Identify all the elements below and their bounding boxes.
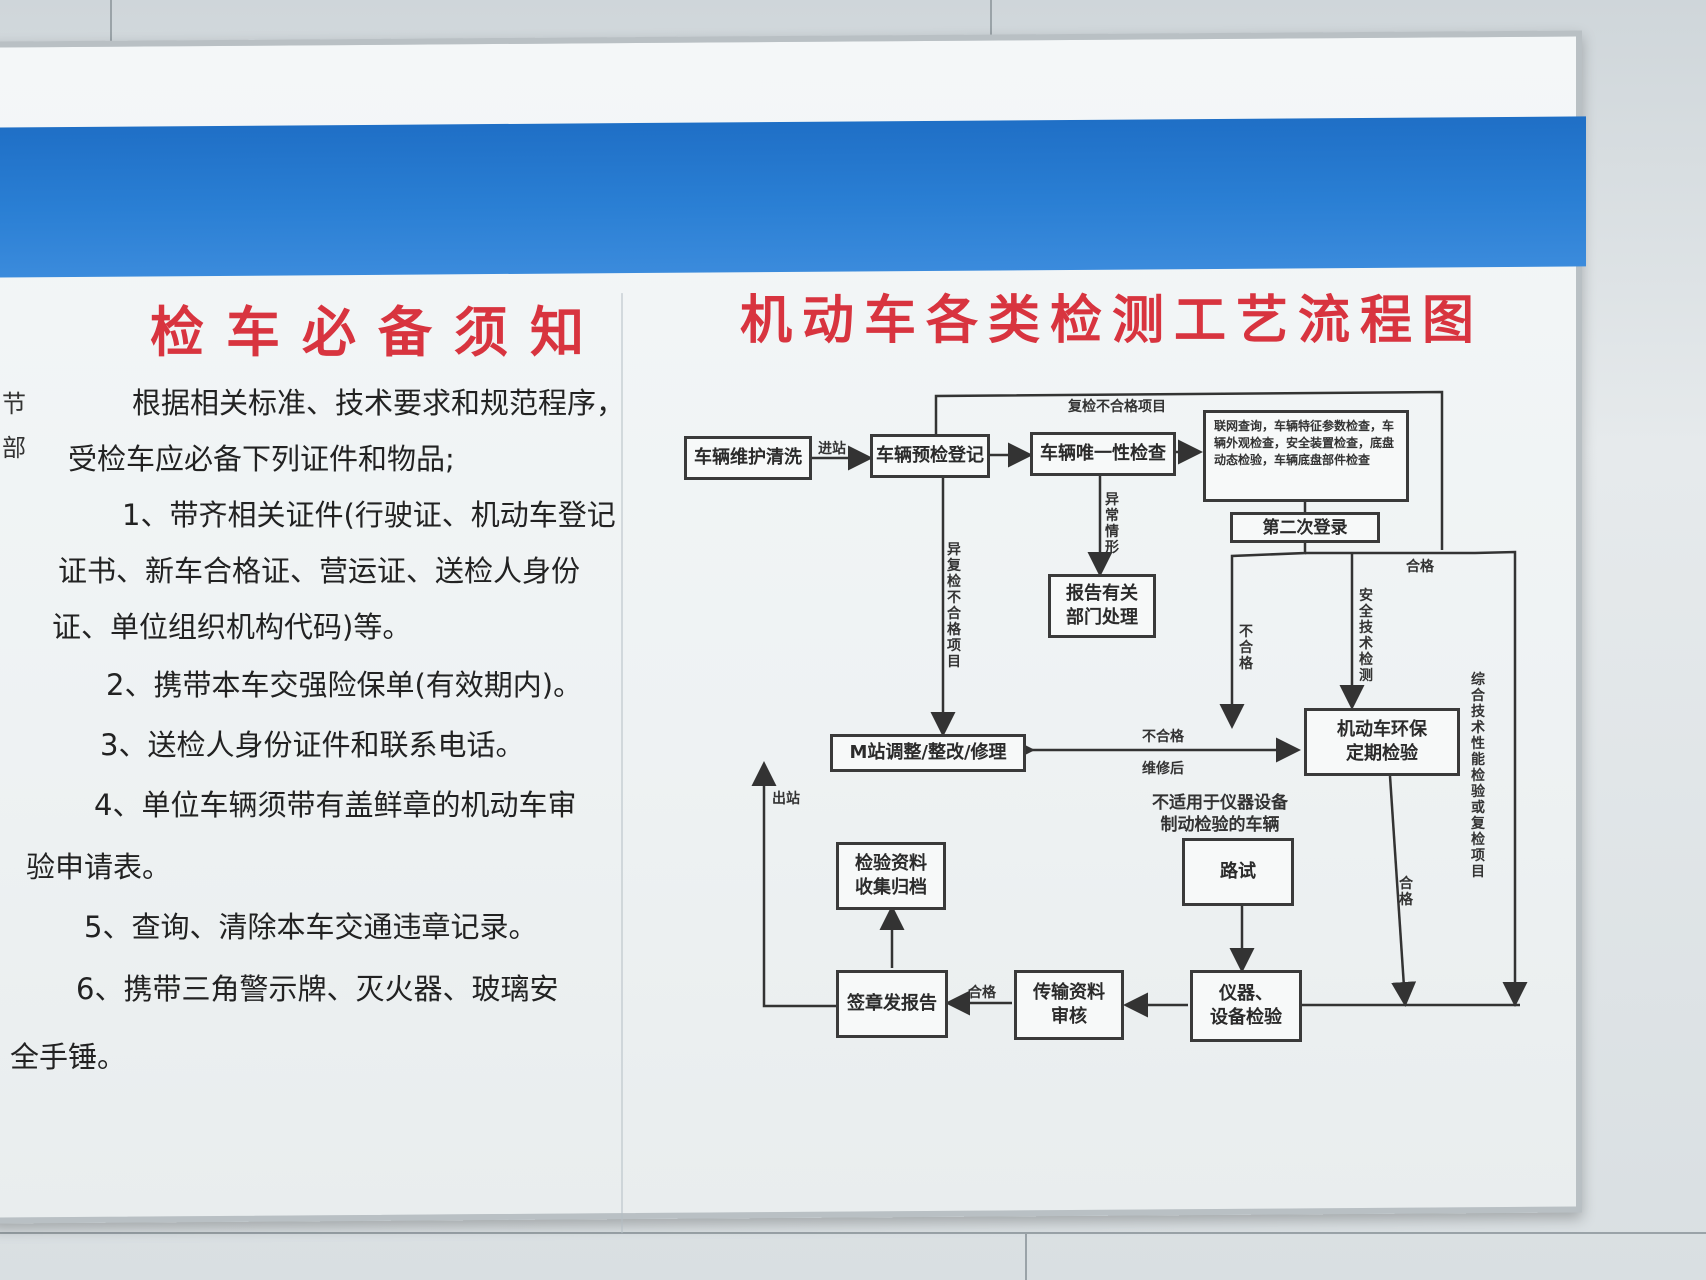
box-instrument-test: 仪器、 设备检验: [1190, 970, 1302, 1042]
flowchart-title: 机动车各类检测工艺流程图: [740, 290, 1485, 351]
arrow-exit: [751, 761, 836, 1008]
notice-line: 2、携带本车交强险保单(有效期内)。: [106, 668, 583, 702]
wall-tile-line: [1025, 1232, 1027, 1280]
notice-line: 5、查询、清除本车交通违章记录。: [84, 910, 538, 944]
recheck-loop-line: [934, 390, 1444, 550]
label-fail-mid: 不合格: [1142, 729, 1184, 745]
label-pass-right: 合格: [1399, 876, 1413, 908]
notice-line: 证、单位组织机构代码)等。: [52, 610, 412, 644]
box-vehicle-wash: 车辆维护清洗: [684, 436, 812, 480]
label-comprehensive-test: 综合技术性能检验或复检项目: [1471, 672, 1485, 880]
label-pass-top: 合格: [1406, 559, 1434, 575]
label-enter: 进站: [818, 441, 846, 457]
label-abnormal: 异常情形: [1105, 492, 1119, 556]
notice-line: 根据相关标准、技术要求和规范程序，: [132, 386, 626, 420]
label-safety-tech-test: 安全技术检测: [1359, 588, 1373, 684]
wall-tile-line: [0, 1232, 1706, 1234]
notice-line: 4、单位车辆须带有盖鲜章的机动车审: [94, 788, 577, 822]
box-report-department: 报告有关 部门处理: [1048, 574, 1156, 638]
box-second-login: 第二次登录: [1230, 512, 1380, 543]
label-after-repair: 维修后: [1142, 761, 1184, 777]
edge-char: 节: [2, 390, 26, 418]
arrow-comprehensive: [1305, 550, 1528, 1007]
notice-line: 受检车应必备下列证件和物品;: [68, 442, 455, 476]
box-env-periodic-inspection: 机动车环保 定期检验: [1304, 708, 1460, 776]
box-archive-records: 检验资料 收集归档: [836, 842, 946, 910]
label-pass-bottom: 合格: [968, 985, 996, 1001]
notice-line: 验申请表。: [26, 850, 172, 884]
box-sign-issue-report: 签章发报告: [836, 970, 948, 1038]
label-recheck-fail: 复检不合格项目: [1068, 399, 1166, 415]
box-road-test: 路试: [1182, 838, 1294, 906]
notice-line: 6、携带三角警示牌、灭火器、玻璃安: [76, 972, 559, 1006]
edge-char: 部: [2, 434, 26, 462]
box-uniqueness-check: 车辆唯一性检查: [1030, 432, 1176, 476]
wall-tile-line: [110, 0, 112, 42]
notice-line: 全手锤。: [10, 1040, 127, 1074]
notice-line: 1、带齐相关证件(行驶证、机动车登记: [122, 498, 616, 532]
box-transfer-review: 传输资料 审核: [1014, 970, 1124, 1040]
box-inspection-items-note: 联网查询，车辆特征参数检查，车辆外观检查，安全装置检查，底盘动态检验，车辆底盘部…: [1203, 410, 1409, 502]
notice-title: 检车必备须知: [150, 300, 606, 364]
notice-line: 3、送检人身份证件和联系电话。: [100, 728, 525, 762]
label-recheck-fail-vertical: 异复检不合格项目: [947, 542, 961, 670]
arrow-env-pass: [1388, 775, 1417, 1007]
notice-line: 证书、新车合格证、营运证、送检人身份: [58, 554, 581, 588]
box-m-station-repair: M站调整/整改/修理: [830, 734, 1026, 772]
arrow-fail: [1219, 543, 1307, 729]
box-precheck-register: 车辆预检登记: [870, 434, 990, 478]
wall-tile-line: [990, 0, 992, 36]
label-exit: 出站: [772, 791, 800, 807]
label-not-applicable: 不适用于仪器设备 制动检验的车辆: [1152, 793, 1288, 835]
label-fail-vertical: 不合格: [1239, 624, 1253, 672]
